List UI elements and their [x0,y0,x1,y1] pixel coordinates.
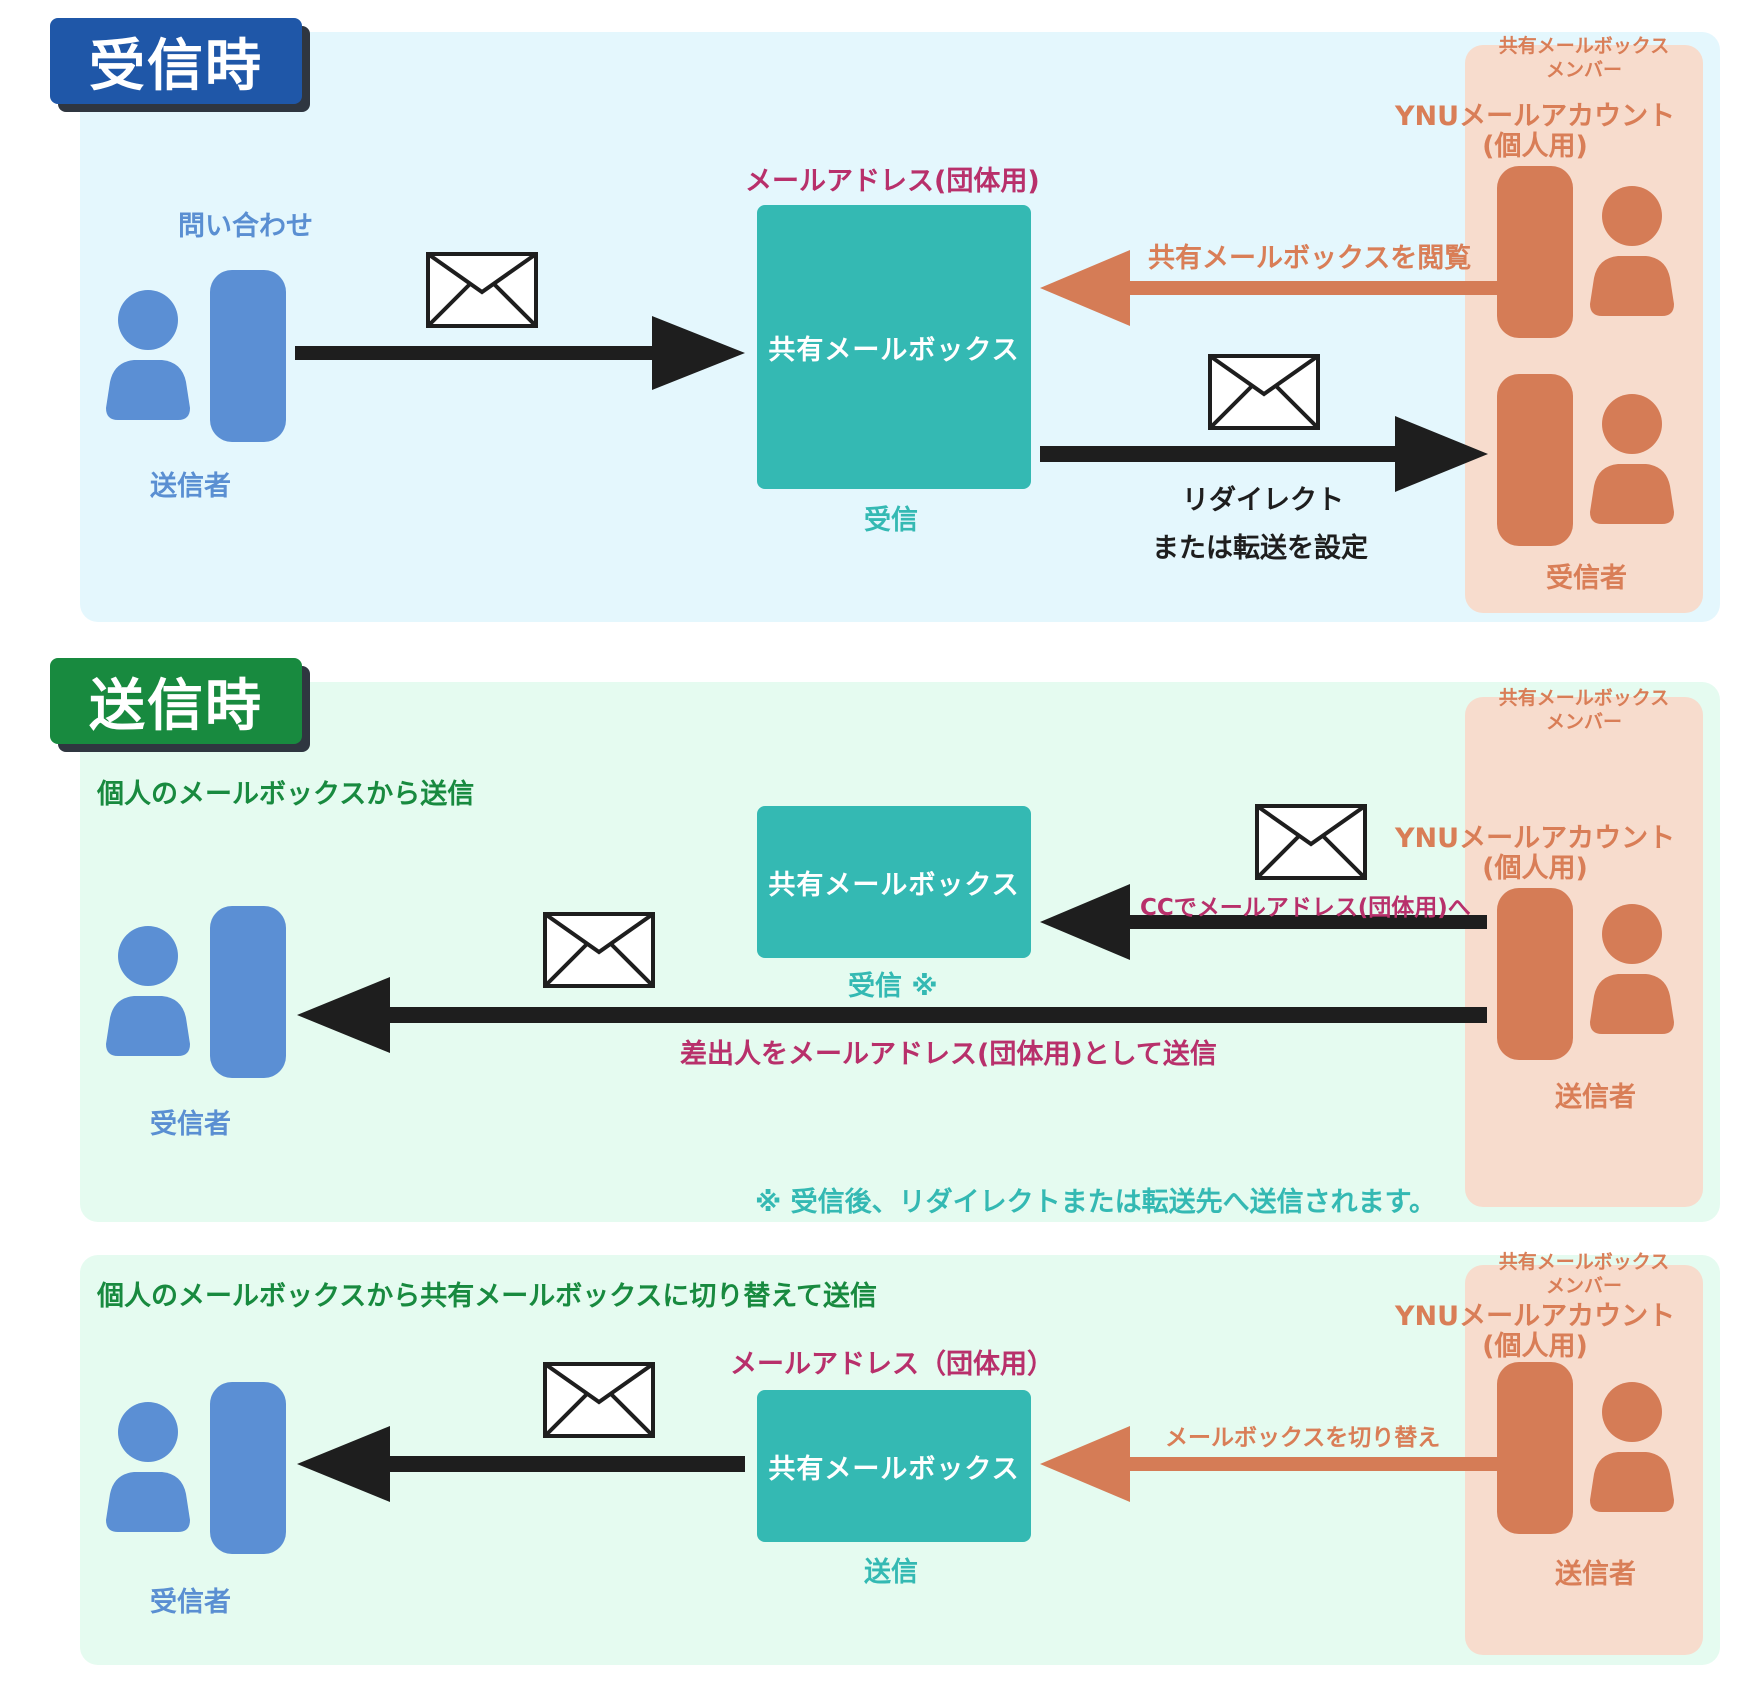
person-icon [106,290,190,420]
arrow-send-from [375,1007,1487,1023]
inquiry-label: 問い合わせ [178,211,313,242]
shared-mailbox-send: 共有メールボックス [757,806,1031,958]
receive-title: 受信時 [50,18,302,104]
send-subtitle: 個人のメールボックスから送信 [97,779,475,810]
person-icon [1590,394,1674,524]
member-header: 共有メールボックス メンバー [1465,34,1703,82]
arrow-redirect [1040,446,1410,462]
sender-label: 送信者 [1555,1559,1636,1590]
person-icon [1590,904,1674,1034]
send-title: 送信時 [50,658,302,744]
member-header-line2: メンバー [1545,1275,1622,1297]
account-label: YNUメールアカウント (個人用) [1395,824,1675,884]
envelope-icon [426,252,538,328]
redirect-label-1: リダイレクト [1182,485,1344,516]
envelope-icon [543,1362,655,1438]
member-header-line1: 共有メールボックス [1498,35,1670,57]
account-label-line2: (個人用) [1482,131,1588,162]
address-label: メールアドレス(団体用) [745,166,1040,197]
envelope-icon [1255,804,1367,880]
envelope-icon [1208,354,1320,430]
account-label-line1: YNUメールアカウント [1395,1301,1676,1332]
sender-label: 送信者 [1555,1082,1636,1113]
redirect-label-2: または転送を設定 [1152,533,1368,564]
member-header-line2: メンバー [1545,711,1622,733]
arrow-cc [1115,915,1487,929]
phone-device-icon [210,270,286,442]
account-label: YNUメールアカウント (個人用) [1395,102,1675,162]
phone-device-icon [1497,1362,1573,1534]
cc-label: CCでメールアドレス(団体用)へ [1140,895,1471,921]
member-header-line2: メンバー [1545,59,1622,81]
person-icon [1590,1382,1674,1512]
arrow-switch-send [375,1456,745,1472]
member-header: 共有メールボックス メンバー [1465,686,1703,734]
account-label-line1: YNUメールアカウント [1395,101,1676,132]
from-label: 差出人をメールアドレス(団体用)として送信 [680,1039,1217,1070]
arrow-view [1115,281,1497,295]
account-label-line1: YNUメールアカウント [1395,823,1676,854]
member-header: 共有メールボックス メンバー [1465,1250,1703,1298]
receiver-label: 受信者 [150,1109,231,1140]
envelope-icon [543,912,655,988]
send-label: 送信 [864,1557,918,1588]
phone-device-icon [210,906,286,1078]
sender-label: 送信者 [150,471,231,502]
receive-label: 受信 [864,505,918,536]
phone-device-icon [1497,888,1573,1060]
receive-note-label: 受信 ※ [848,971,938,1002]
account-label-line2: (個人用) [1482,853,1588,884]
address-label: メールアドレス（団体用） [730,1349,1054,1380]
member-header-line1: 共有メールボックス [1498,687,1670,709]
member-header-line1: 共有メールボックス [1498,1251,1670,1273]
phone-device-icon [210,1382,286,1554]
account-label-line2: (個人用) [1482,1331,1588,1362]
receiver-label: 受信者 [150,1587,231,1618]
shared-mailbox-receive: 共有メールボックス [757,205,1031,489]
person-icon [106,1402,190,1532]
receiver-label: 受信者 [1546,563,1627,594]
shared-mailbox-switch: 共有メールボックス [757,1390,1031,1542]
switch-label: メールボックスを切り替え [1165,1425,1441,1451]
arrow-switch [1115,1457,1497,1471]
forward-note: ※ 受信後、リダイレクトまたは転送先へ送信されます。 [755,1187,1436,1218]
view-label: 共有メールボックスを閲覧 [1148,243,1472,274]
account-label: YNUメールアカウント (個人用) [1395,1302,1675,1362]
phone-device-icon [1497,166,1573,338]
phone-device-icon [1497,374,1573,546]
person-icon [106,926,190,1056]
person-icon [1590,186,1674,316]
arrow-to-mailbox [295,346,675,360]
switch-subtitle: 個人のメールボックスから共有メールボックスに切り替えて送信 [97,1281,878,1312]
